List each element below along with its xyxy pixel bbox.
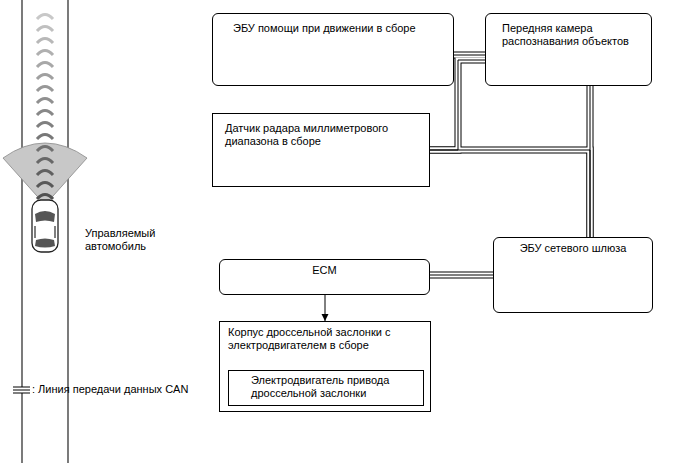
arrow-head [322,314,329,321]
wave-arc [37,63,53,68]
connector-line [430,150,590,237]
wave-arc [37,159,53,164]
node-label: Корпус дроссельной заслонки с электродви… [228,326,422,352]
radar-field [3,143,87,205]
ecu-box: ЭБУ помощи при движении в сборе [212,13,454,86]
wave-arc [37,51,53,56]
road-edge [21,0,22,463]
vehicle-top-view [32,200,58,252]
wave-arc [37,27,53,32]
connector-line [454,52,485,59]
connector-line [430,272,493,279]
node-label: Электродвигатель привода дроссельной зас… [251,374,417,400]
wave-arc [37,171,53,176]
camera-box: Передняя камера распознавания объектов [485,13,652,86]
ecm-box: ECM [219,259,430,295]
wave-arc [37,15,53,20]
node-label: ЭБУ сетевого шлюза [500,242,646,255]
legend-line-sample [13,390,30,391]
wave-arc [37,123,53,128]
wave-arc [37,87,53,92]
legend-text: : Линия передачи данных CAN [32,383,188,396]
wave-arc [37,111,53,116]
node-label: ECM [226,264,423,277]
wave-arc [37,147,53,152]
node-label: Датчик радара миллиметрового диапазона в… [225,122,421,148]
connector-line [430,275,493,276]
connector-line [430,273,493,278]
connector-line [430,150,590,237]
node-label: ЭБУ помощи при движении в сборе [233,22,445,35]
wave-arc [37,195,53,200]
detection-waves [37,15,53,200]
node-label: Передняя камера распознавания объектов [502,22,645,48]
wave-arc [37,99,53,104]
wave-arc [37,39,53,44]
wave-arc [37,135,53,140]
connector-line [454,55,485,56]
wave-arc [37,75,53,80]
radar-box: Датчик радара миллиметрового диапазона в… [212,113,430,187]
throttle-motor-box: Электродвигатель привода дроссельной зас… [228,370,424,406]
wave-arc [37,183,53,188]
throttle-body-box: Корпус дроссельной заслонки с электродви… [219,321,431,412]
vehicle-label: Управляемый автомобиль [85,227,165,253]
connector-line [454,53,485,58]
connector-line [430,150,590,237]
gateway-box: ЭБУ сетевого шлюза [493,237,653,313]
